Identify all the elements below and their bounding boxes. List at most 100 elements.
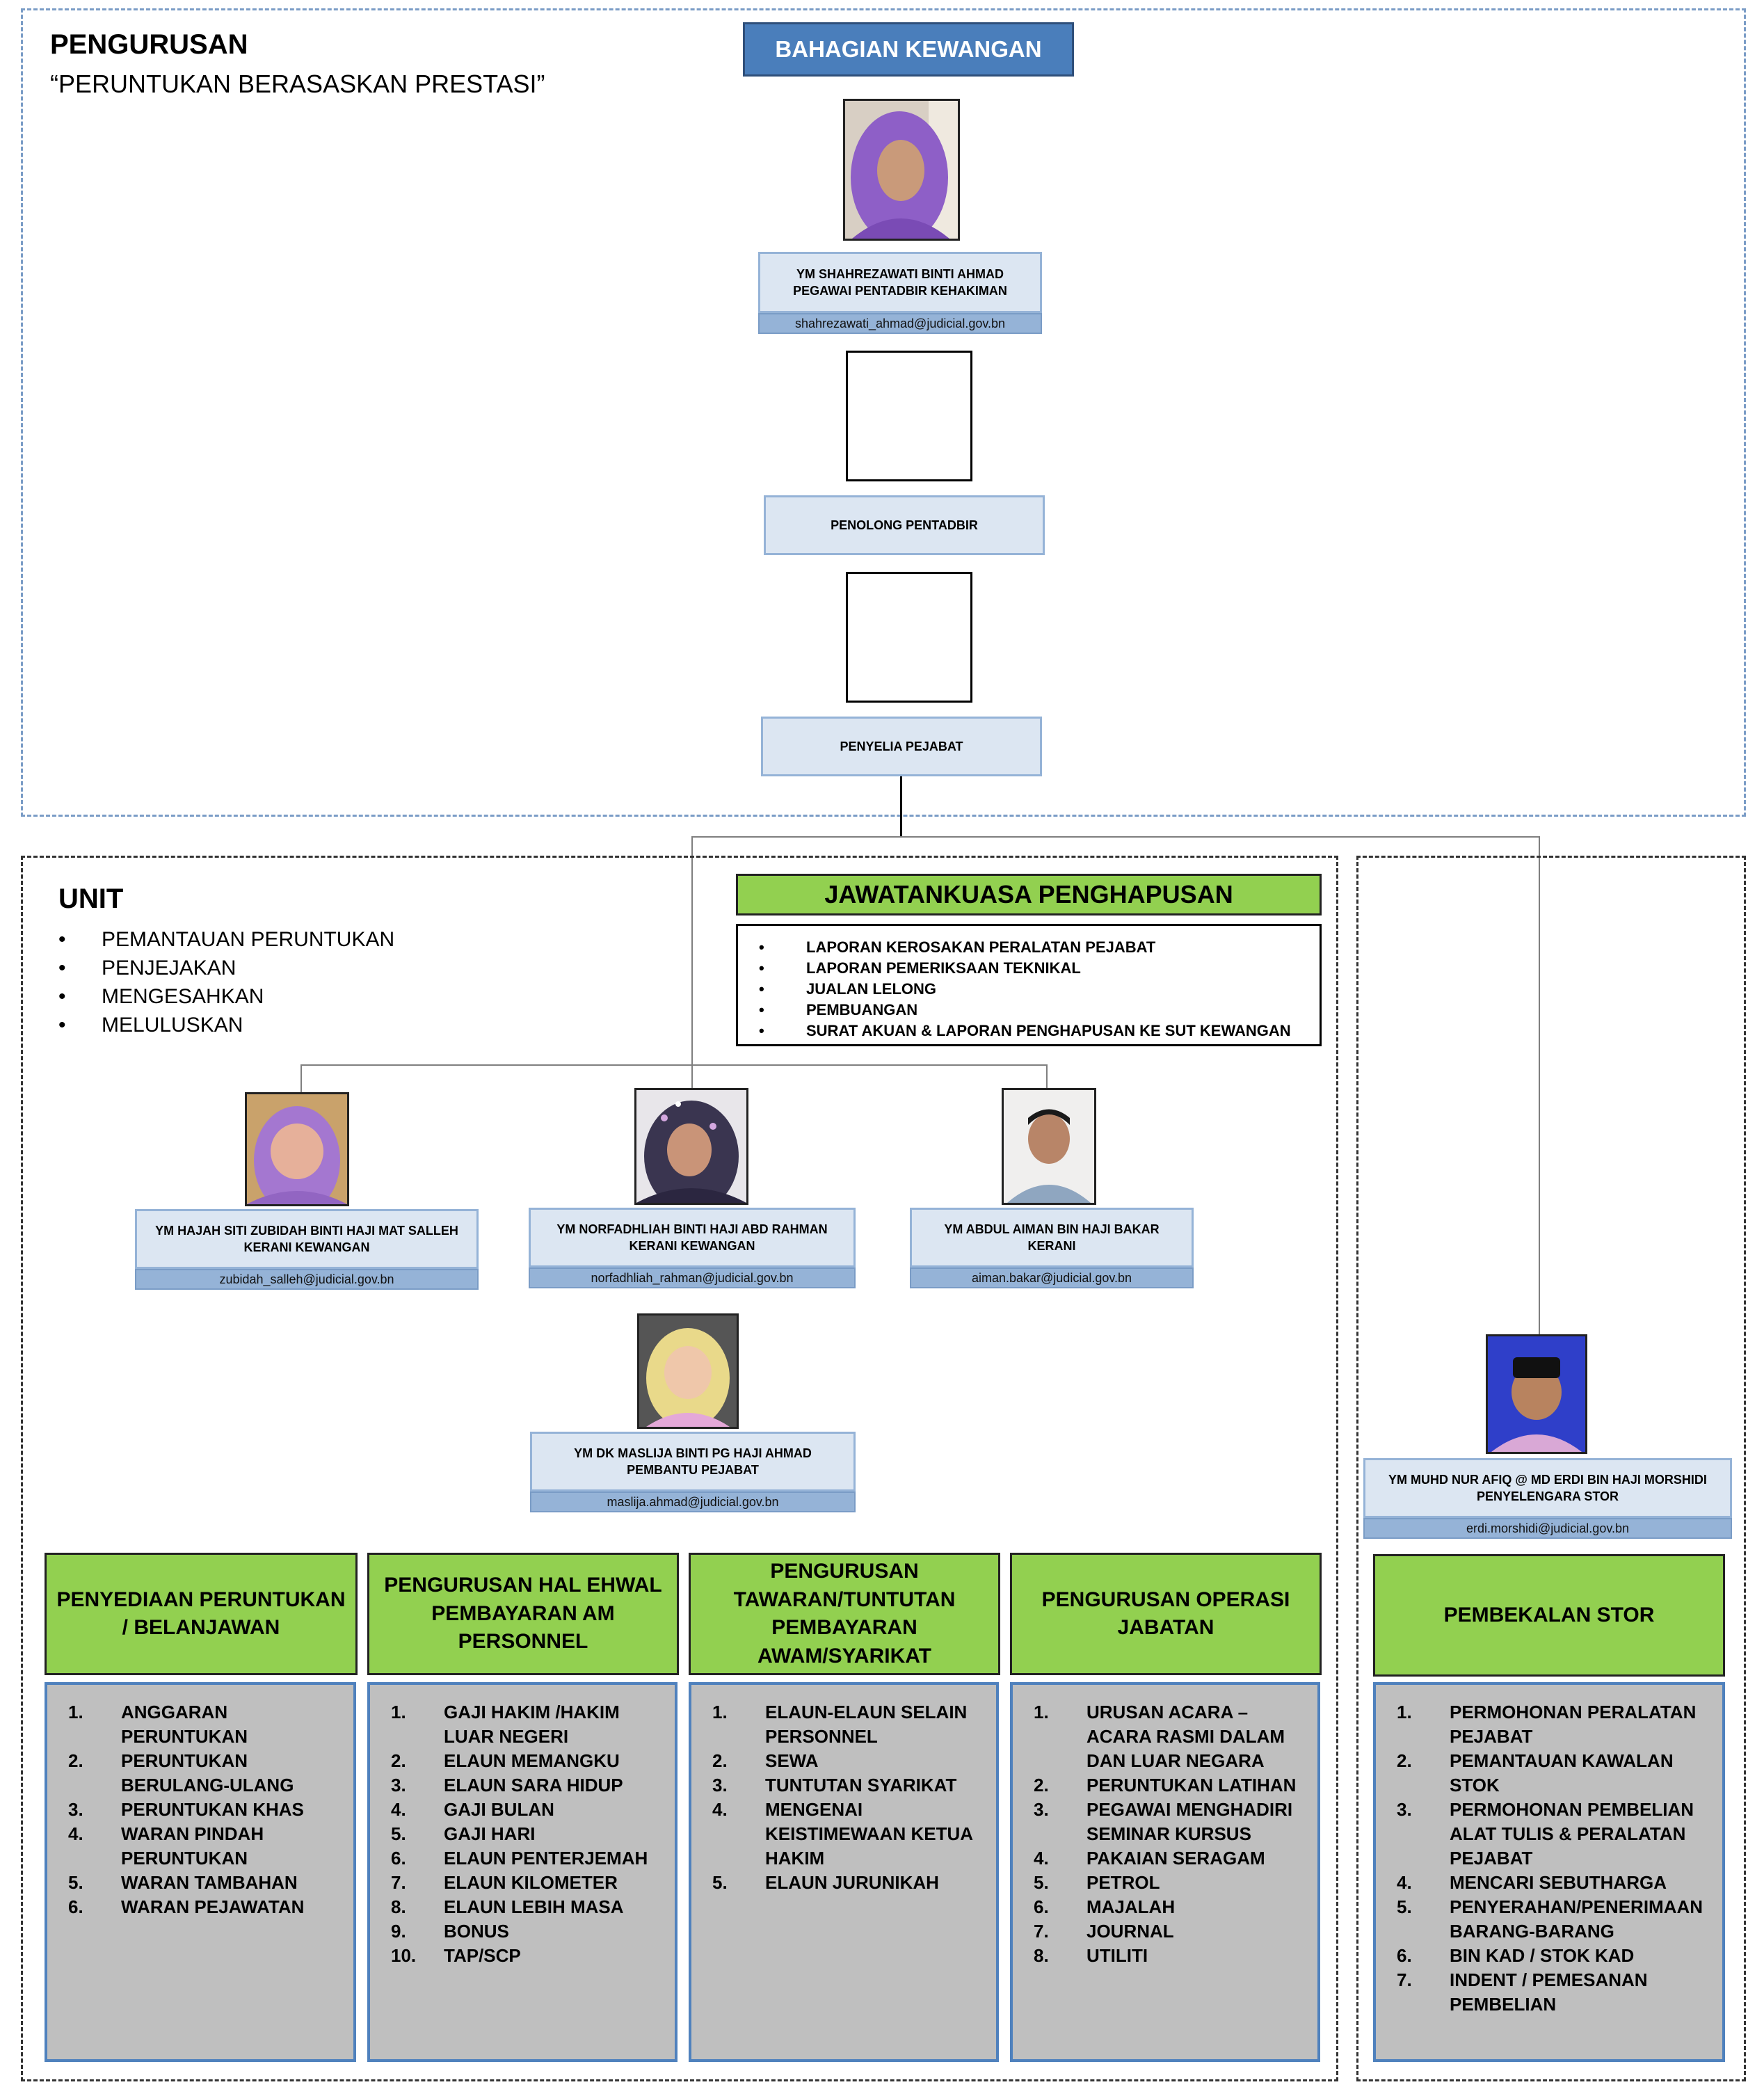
- staff-namebox: YM MUHD NUR AFIQ @ MD ERDI BIN HAJI MORS…: [1363, 1458, 1732, 1518]
- assistant-photo-placeholder: [846, 351, 972, 481]
- section-list: 1.ANGGARAN PERUNTUKAN 2.PERUNTUKAN BERUL…: [45, 1682, 356, 2062]
- page-subtitle: “PERUNTUKAN BERASASKAN PRESTASI”: [50, 70, 545, 98]
- store-frame: [1356, 856, 1746, 2081]
- list-item: 6.WARAN PEJAWATAN: [68, 1896, 305, 1917]
- list-item: •MELULUSKAN: [58, 1014, 243, 1037]
- staff-email[interactable]: zubidah_salleh@judicial.gov.bn: [135, 1269, 479, 1290]
- list-item: 6.ELAUN PENTERJEMAH: [391, 1848, 648, 1869]
- officer-namebox: YM SHAHREZAWATI BINTI AHMAD PEGAWAI PENT…: [758, 252, 1042, 313]
- staff-namebox: YM NORFADHLIAH BINTI HAJI ABD RAHMAN KER…: [529, 1208, 856, 1268]
- list-item: 7.JOURNAL: [1034, 1921, 1174, 1942]
- staff-email[interactable]: aiman.bakar@judicial.gov.bn: [910, 1268, 1194, 1288]
- section-list: 1.GAJI HAKIM /HAKIM LUAR NEGERI 2.ELAUN …: [367, 1682, 677, 2062]
- list-item: 7.INDENT / PEMESANAN PEMBELIAN: [1397, 1969, 1648, 2015]
- list-item: 10.TAP/SCP: [391, 1945, 521, 1966]
- staff-role: KERANI KEWANGAN: [243, 1240, 370, 1254]
- supervisor-photo-placeholder: [846, 572, 972, 703]
- list-item: 3.TUNTUTAN SYARIKAT: [712, 1775, 957, 1796]
- staff-namebox: YM HAJAH SITI ZUBIDAH BINTI HAJI MAT SAL…: [135, 1209, 479, 1269]
- staff-namebox: YM ABDUL AIMAN BIN HAJI BAKAR KERANI: [910, 1208, 1194, 1268]
- list-item: •PEMANTAUAN PERUNTUKAN: [58, 928, 395, 951]
- list-item: 4.WARAN PINDAH PERUNTUKAN: [68, 1823, 264, 1869]
- list-item: 9.BONUS: [391, 1921, 509, 1942]
- management-frame: [21, 8, 1746, 817]
- staff-role: KERANI: [1027, 1239, 1076, 1253]
- unit-list: •PEMANTAUAN PERUNTUKAN •PENJEJAKAN •MENG…: [58, 925, 394, 1039]
- staff-email[interactable]: maslija.ahmad@judicial.gov.bn: [530, 1492, 856, 1512]
- list-item: •MENGESAHKAN: [58, 985, 264, 1008]
- list-item: 7.ELAUN KILOMETER: [391, 1872, 618, 1893]
- staff-name: YM DK MASLIJA BINTI PG HAJI AHMAD: [574, 1446, 812, 1460]
- list-item: 5.PETROL: [1034, 1872, 1160, 1893]
- list-item: •JUALAN LELONG: [759, 980, 936, 998]
- staff-role: KERANI KEWANGAN: [629, 1239, 755, 1253]
- list-item: •LAPORAN KEROSAKAN PERALATAN PEJABAT: [759, 938, 1156, 956]
- connector-horizontal-top: [691, 836, 1540, 838]
- connector-left-drop: [691, 836, 693, 1088]
- list-item: •PEMBUANGAN: [759, 1001, 918, 1018]
- unit-title: UNIT: [58, 883, 124, 914]
- list-item: •SURAT AKUAN & LAPORAN PENGHAPUSAN KE SU…: [759, 1022, 1291, 1039]
- list-item: 3.PERMOHONAN PEMBELIAN ALAT TULIS & PERA…: [1397, 1799, 1694, 1869]
- officer-name: YM SHAHREZAWATI BINTI AHMAD: [796, 266, 1004, 281]
- section-list: 1.ELAUN-ELAUN SELAIN PERSONNEL 2.SEWA 3.…: [689, 1682, 999, 2062]
- list-item: 3.ELAUN SARA HIDUP: [391, 1775, 623, 1796]
- list-item: 4.GAJI BULAN: [391, 1799, 554, 1820]
- list-item: 1.GAJI HAKIM /HAKIM LUAR NEGERI: [391, 1702, 620, 1747]
- section-title: PENGURUSAN OPERASI JABATAN: [1010, 1553, 1322, 1675]
- list-item: 2.PEMANTAUAN KAWALAN STOK: [1397, 1750, 1674, 1796]
- staff-photo: [637, 1313, 739, 1429]
- section-title: PEMBEKALAN STOR: [1373, 1554, 1725, 1677]
- connector-staff-right: [1046, 1064, 1048, 1089]
- list-item: 1.URUSAN ACARA – ACARA RASMI DALAM DAN L…: [1034, 1702, 1285, 1771]
- staff-email[interactable]: norfadhliah_rahman@judicial.gov.bn: [529, 1268, 856, 1288]
- connector-staff-left: [300, 1064, 302, 1094]
- list-item: 4.MENCARI SEBUTHARGA: [1397, 1872, 1667, 1893]
- connector-supervisor-down: [900, 776, 902, 838]
- staff-name: YM NORFADHLIAH BINTI HAJI ABD RAHMAN: [556, 1222, 828, 1236]
- assistant-role: PENOLONG PENTADBIR: [831, 518, 978, 532]
- staff-photo: [634, 1088, 748, 1205]
- staff-role: PENYELENGARA STOR: [1476, 1489, 1619, 1503]
- list-item: 1.PERMOHONAN PERALATAN PEJABAT: [1397, 1702, 1697, 1747]
- staff-photo: [1002, 1088, 1096, 1205]
- supervisor-role: PENYELIA PEJABAT: [840, 739, 963, 753]
- staff-name: YM MUHD NUR AFIQ @ MD ERDI BIN HAJI MORS…: [1388, 1472, 1707, 1487]
- staff-name: YM ABDUL AIMAN BIN HAJI BAKAR: [944, 1222, 1160, 1236]
- officer-role: PEGAWAI PENTADBIR KEHAKIMAN: [793, 284, 1007, 298]
- section-title: PENGURUSAN TAWARAN/TUNTUTAN PEMBAYARAN A…: [689, 1553, 1000, 1675]
- staff-email[interactable]: erdi.morshidi@judicial.gov.bn: [1363, 1518, 1732, 1539]
- committee-box: •LAPORAN KEROSAKAN PERALATAN PEJABAT •LA…: [736, 924, 1322, 1046]
- list-item: 4.PAKAIAN SERAGAM: [1034, 1848, 1265, 1869]
- list-item: 5.GAJI HARI: [391, 1823, 536, 1844]
- section-list: 1.URUSAN ACARA – ACARA RASMI DALAM DAN L…: [1010, 1682, 1320, 2062]
- list-item: 5.PENYERAHAN/PENERIMAAN BARANG-BARANG: [1397, 1896, 1703, 1942]
- list-item: 8.ELAUN LEBIH MASA: [391, 1896, 624, 1917]
- list-item: 6.BIN KAD / STOK KAD: [1397, 1945, 1635, 1966]
- list-item: 2.PERUNTUKAN LATIHAN: [1034, 1775, 1297, 1796]
- list-item: 4.MENGENAI KEISTIMEWAAN KETUA HAKIM: [712, 1799, 973, 1869]
- list-item: 3.PERUNTUKAN KHAS: [68, 1799, 304, 1820]
- section-title: PENGURUSAN HAL EHWAL PEMBAYARAN AM PERSO…: [367, 1553, 679, 1675]
- list-item: 5.WARAN TAMBAHAN: [68, 1872, 298, 1893]
- list-item: 2.PERUNTUKAN BERULANG-ULANG: [68, 1750, 294, 1796]
- staff-namebox: YM DK MASLIJA BINTI PG HAJI AHMAD PEMBAN…: [530, 1432, 856, 1492]
- staff-photo: [1486, 1334, 1587, 1454]
- list-item: 2.ELAUN MEMANGKU: [391, 1750, 620, 1771]
- list-item: 3.PEGAWAI MENGHADIRI SEMINAR KURSUS: [1034, 1799, 1293, 1844]
- supervisor-box: PENYELIA PEJABAT: [761, 717, 1042, 776]
- list-item: 1.ANGGARAN PERUNTUKAN: [68, 1702, 248, 1747]
- list-item: •PENJEJAKAN: [58, 957, 236, 979]
- officer-email[interactable]: shahrezawati_ahmad@judicial.gov.bn: [758, 313, 1042, 334]
- list-item: 2.SEWA: [712, 1750, 819, 1771]
- division-title: BAHAGIAN KEWANGAN: [743, 22, 1074, 77]
- staff-role: PEMBANTU PEJABAT: [627, 1463, 759, 1477]
- assistant-box: PENOLONG PENTADBIR: [764, 495, 1045, 555]
- committee-title: JAWATANKUASA PENGHAPUSAN: [736, 874, 1322, 915]
- page-title: PENGURUSAN: [50, 29, 248, 60]
- connector-right-drop: [1539, 836, 1540, 1334]
- staff-name: YM HAJAH SITI ZUBIDAH BINTI HAJI MAT SAL…: [155, 1223, 458, 1238]
- staff-photo: [245, 1092, 349, 1206]
- connector-staff-horizontal: [300, 1064, 1048, 1066]
- unit-frame: [21, 856, 1338, 2081]
